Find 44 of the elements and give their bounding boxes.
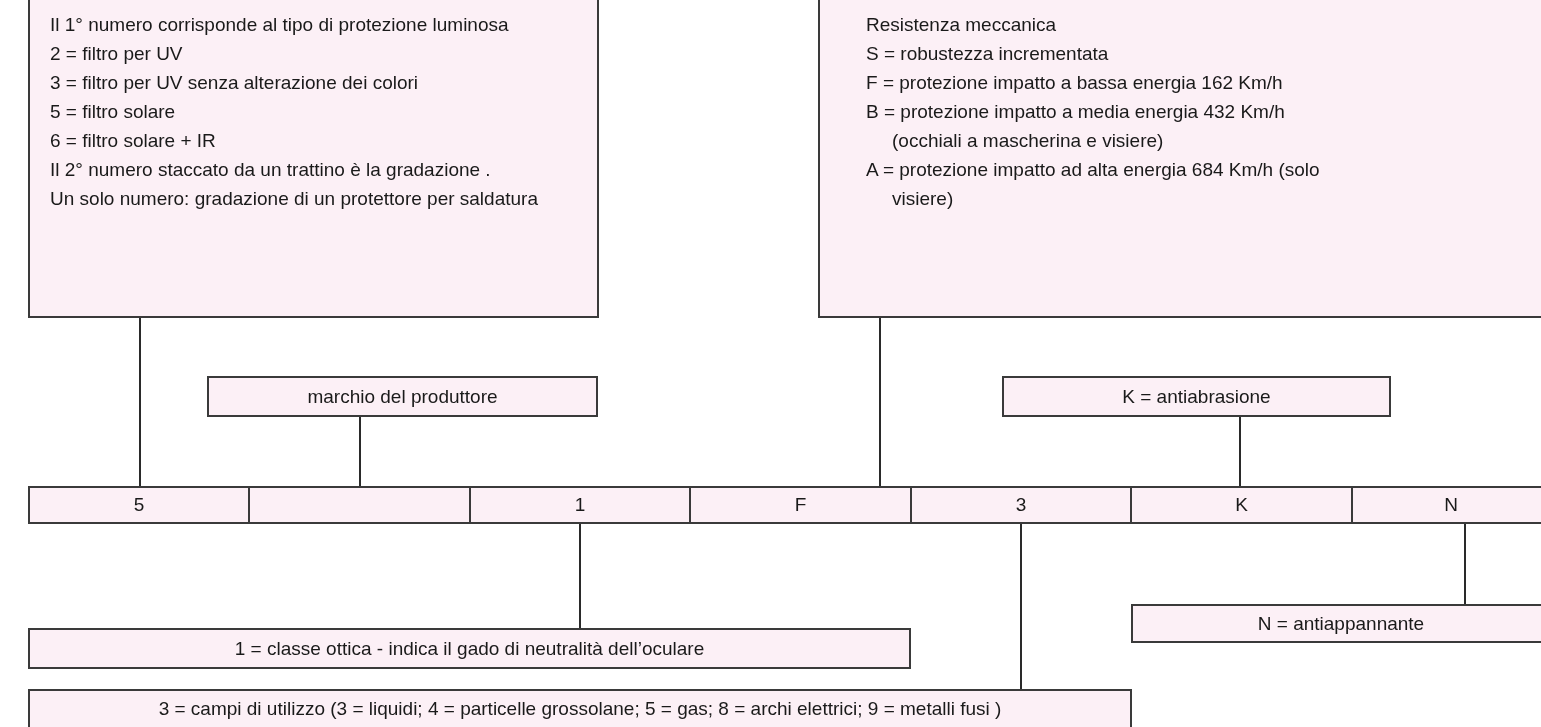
note-text: B = protezione impatto a media energia 432 Km/h (occhiali a mascherina e visiere): [866, 100, 1286, 153]
label-box: [28, 628, 911, 669]
note-text: F = protezione impatto a bassa energia 162 Km/h: [866, 71, 1284, 95]
connector-line: [359, 416, 361, 487]
connector-line: [1239, 416, 1241, 487]
note-text: K = antiabrasione: [1122, 385, 1271, 408]
connector-line: [139, 317, 141, 487]
note-text: 2 = filtro per UV: [50, 42, 184, 66]
label-box: [28, 689, 1132, 727]
code-letter: 3: [1015, 494, 1027, 516]
connector-line: [579, 523, 581, 629]
note-box: [818, 0, 1541, 318]
note-text: 6 = filtro solare + IR: [50, 129, 217, 153]
note-text: 5 = filtro solare: [50, 100, 177, 124]
note-text: Il 1° numero corrisponde al tipo di protezione luminosa: [50, 13, 510, 37]
note-text: Resistenza meccanica: [866, 13, 1058, 37]
code-letter: K: [1235, 494, 1248, 516]
code-letter: 1: [574, 494, 586, 516]
code-letter: N: [1444, 494, 1458, 516]
note-text: marchio del produttore: [307, 385, 498, 408]
note-box: [28, 0, 599, 318]
connector-line: [879, 317, 881, 487]
note-text: 3 = filtro per UV senza alterazione dei colori: [50, 71, 420, 95]
note-text: Il 2° numero staccato da un trattino è la gradazione .: [50, 158, 492, 182]
label-box: [1131, 604, 1541, 643]
connector-line: [1464, 523, 1466, 605]
code-letter: F: [794, 494, 807, 516]
note-text: A = protezione impatto ad alta energia 684 Km/h (solo visiere): [866, 158, 1321, 211]
code-cell: [1130, 486, 1353, 524]
note-text: 3 = campi di utilizzo (3 = liquidi; 4 = particelle grossolane; 5 = gas; 8 = archi elettrici; 9 = metalli fusi ): [158, 698, 1002, 720]
code-letter: 5: [133, 494, 145, 516]
note-text: N = antiappannante: [1257, 612, 1425, 635]
note-text: Un solo numero: gradazione di un protettore per saldatura: [50, 187, 539, 211]
code-cell: [248, 486, 471, 524]
note-text: S = robustezza incrementata: [866, 42, 1110, 66]
note-text: 1 = classe ottica - indica il gado di neutralità dell’oculare: [234, 637, 705, 660]
connector-line: [1020, 523, 1022, 690]
code-cell: [689, 486, 912, 524]
code-cell: [910, 486, 1132, 524]
label-box: [207, 376, 598, 417]
code-cell: [1351, 486, 1541, 524]
code-cell: [469, 486, 691, 524]
code-cell: [28, 486, 250, 524]
label-box: [1002, 376, 1391, 417]
